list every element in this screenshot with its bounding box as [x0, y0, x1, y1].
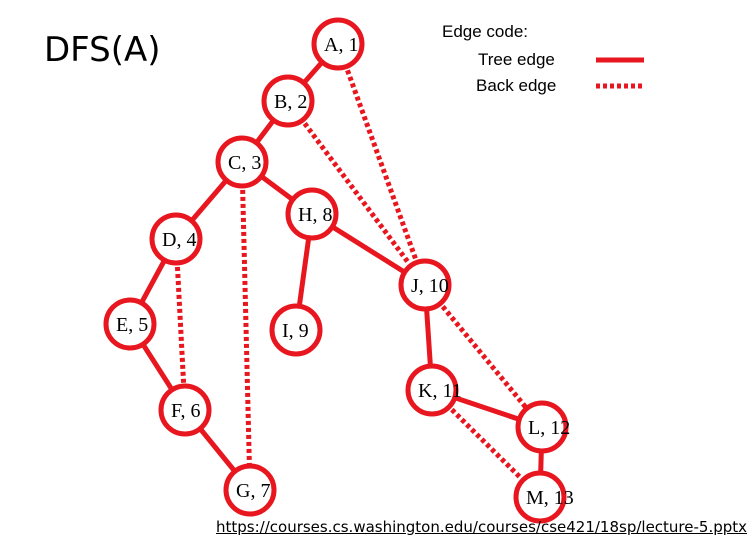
node-label-D: D, 4 — [162, 229, 196, 251]
back-edge-C-G — [239, 161, 253, 491]
slide-title: DFS(A) — [44, 30, 161, 70]
node-label-E: E, 5 — [116, 314, 148, 336]
node-label-B: B, 2 — [274, 91, 307, 113]
node-circle-D — [149, 212, 203, 266]
node-circle-K — [405, 363, 459, 417]
node-circle-E — [103, 297, 157, 351]
node-circle-B — [261, 74, 315, 128]
node-label-L: L, 12 — [528, 417, 570, 439]
slide: DFS(A) Edge code: Tree edge Back edge A,… — [44, 17, 747, 536]
node-circle-M — [513, 470, 567, 524]
node-circle-L — [515, 400, 569, 454]
node-label-M: M, 13 — [526, 487, 574, 509]
node-K: K, 11 — [405, 363, 462, 417]
back-edge-J-L — [423, 283, 544, 429]
node-circle-I — [269, 303, 323, 357]
node-label-I: I, 9 — [282, 320, 309, 342]
node-A: A, 1 — [311, 17, 365, 71]
node-circle-G — [223, 463, 277, 517]
node-label-C: C, 3 — [228, 152, 261, 174]
back-edge-A-J — [335, 43, 428, 286]
node-circle-H — [285, 187, 339, 241]
node-label-J: J, 10 — [411, 275, 449, 297]
graph-nodes: A, 1 B, 2 C, 3 D, 4 E, 5 F, 6 G, 7 H, 8 I, 9 J, 1… — [103, 17, 574, 524]
node-label-K: K, 11 — [418, 380, 462, 402]
node-G: G, 7 — [223, 463, 277, 517]
node-H: H, 8 — [285, 187, 339, 241]
node-D: D, 4 — [149, 212, 203, 266]
node-circle-J — [398, 258, 452, 312]
node-circle-C — [215, 135, 269, 189]
node-label-A: A, 1 — [324, 34, 358, 56]
legend-back-label: Back edge — [476, 76, 557, 95]
legend-lines — [596, 57, 644, 89]
node-F: F, 6 — [158, 383, 212, 437]
node-L: L, 12 — [515, 400, 570, 454]
back-edge-D-F — [173, 238, 188, 411]
node-circle-F — [158, 383, 212, 437]
node-I: I, 9 — [269, 303, 323, 357]
dfs-graph: A, 1 B, 2 C, 3 D, 4 E, 5 F, 6 G, 7 H, 8 I, 9 J, 1… — [103, 17, 644, 524]
node-label-G: G, 7 — [236, 480, 270, 502]
node-circle-A — [311, 17, 365, 71]
back-edge-B-J — [285, 99, 428, 287]
node-E: E, 5 — [103, 297, 157, 351]
node-C: C, 3 — [215, 135, 269, 189]
legend-title: Edge code: — [442, 22, 529, 41]
node-M: M, 13 — [513, 470, 574, 524]
node-J: J, 10 — [398, 258, 452, 312]
source-link[interactable]: https://courses.cs.washington.edu/course… — [216, 518, 747, 536]
node-label-F: F, 6 — [171, 400, 201, 422]
node-B: B, 2 — [261, 74, 315, 128]
node-label-H: H, 8 — [298, 204, 332, 226]
legend-tree-label: Tree edge — [478, 50, 555, 69]
